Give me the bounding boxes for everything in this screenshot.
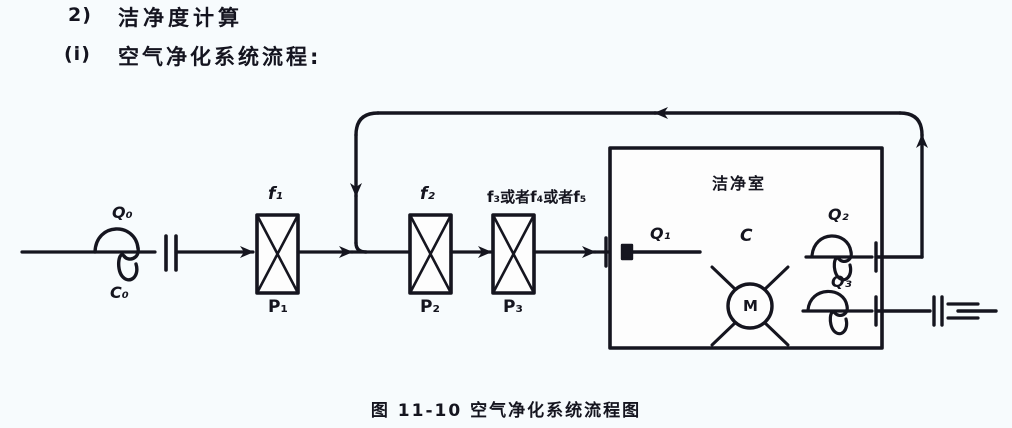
filter-3-label: f₃或者f₄或者f₅	[487, 188, 587, 206]
internal-source-label: M	[743, 297, 758, 315]
subsection-number: (i)	[64, 43, 91, 65]
inlet-flow-label: Q₀	[112, 203, 133, 222]
filter-2-pressure-label: P₂	[420, 297, 440, 317]
cleanroom-title-label: 洁净室	[712, 174, 767, 193]
internal-source-symbol	[710, 265, 790, 347]
cleanroom-return-label: Q₂	[828, 205, 849, 224]
return-fan-symbol	[804, 234, 874, 282]
section-number: 2)	[68, 4, 92, 26]
section-title: 洁净度计算	[118, 6, 243, 30]
filter-1-pressure-label: P₁	[268, 297, 288, 317]
exhaust-outlet-duct	[874, 295, 998, 327]
cleanroom-supply-duct	[620, 243, 702, 261]
filter-1-symbol	[255, 213, 300, 295]
filter-2-symbol	[408, 213, 453, 295]
inlet-fan-symbol	[93, 227, 140, 282]
subsection-title: 空气净化系统流程:	[118, 45, 322, 69]
filter-2-label: f₂	[420, 184, 435, 204]
recirculation-return-duct	[350, 107, 928, 259]
cleanroom-supply-label: Q₁	[650, 224, 671, 243]
inlet-concentration-label: C₀	[110, 283, 129, 302]
cleanroom-exhaust-label: Q₃	[831, 272, 852, 291]
exhaust-fan-symbol	[801, 289, 874, 336]
inlet-valve-symbol	[164, 234, 178, 272]
figure-caption: 图 11-10 空气净化系统流程图	[370, 401, 642, 421]
filter-3-symbol	[491, 213, 536, 295]
filter-1-label: f₁	[268, 184, 283, 204]
cleanroom-concentration-label: C	[740, 226, 753, 246]
filter-3-pressure-label: P₃	[503, 297, 523, 317]
